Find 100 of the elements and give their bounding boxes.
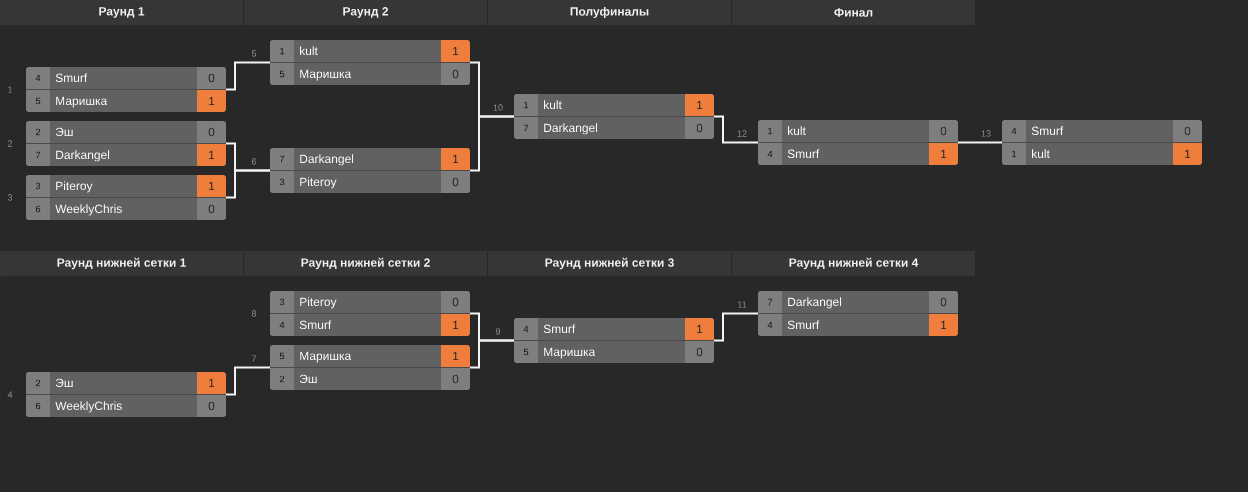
seed-cell: 6 [26, 395, 50, 417]
player-name: kult [300, 46, 318, 56]
score-cell: 0 [441, 368, 470, 390]
player-name: Маришка [300, 69, 352, 81]
bracket-line [225, 61, 271, 91]
seed-cell: 3 [26, 175, 50, 197]
column-header: Раунд нижней сетки 1 [0, 251, 243, 276]
score-cell: 0 [441, 171, 470, 193]
player-name: Smurf [787, 149, 820, 159]
player-name: Piteroy [300, 177, 337, 189]
column-header: Раунд нижней сетки 4 [732, 251, 975, 276]
score-cell: 0 [685, 341, 714, 363]
score-cell: 1 [929, 143, 958, 165]
player-name: Эш [299, 374, 317, 384]
bracket-line [225, 366, 271, 396]
player-name: Smurf [299, 320, 332, 330]
match-card [758, 120, 958, 165]
player-name: WeeklyChris [55, 401, 122, 413]
score-cell: 0 [197, 395, 226, 417]
seed-cell: 4 [514, 318, 538, 340]
match-card [26, 175, 226, 220]
match-card [26, 121, 226, 166]
match-card [270, 291, 470, 336]
node-label: Раунд 2 [343, 7, 389, 18]
match-number: 10 [493, 104, 503, 111]
score-cell: 1 [197, 90, 226, 112]
seed-cell: 7 [514, 117, 538, 139]
score-cell: 0 [685, 117, 714, 139]
match-number: 9 [495, 328, 501, 335]
column-header: Раунд нижней сетки 3 [488, 251, 731, 276]
seed-cell: 7 [758, 291, 782, 313]
score-cell: 1 [441, 148, 470, 170]
seed-cell: 4 [758, 143, 782, 165]
seed-cell: 7 [26, 144, 50, 166]
match-card [26, 372, 226, 417]
score-cell: 1 [929, 314, 958, 336]
score-cell: 1 [441, 345, 470, 367]
match-number: 3 [7, 194, 13, 201]
score-cell: 1 [441, 314, 470, 336]
seed-cell: 1 [758, 120, 782, 142]
player-name: Эш [55, 127, 73, 137]
score-cell: 0 [929, 120, 958, 142]
score-cell: 0 [197, 67, 226, 89]
match-number: 7 [251, 355, 257, 362]
match-card [514, 94, 714, 139]
node-label: Раунд нижней сетки 1 [57, 257, 186, 270]
player-name: Darkangel [788, 297, 842, 309]
match-number: 8 [251, 310, 257, 317]
player-name: kult [788, 126, 806, 136]
score-cell: 1 [1173, 143, 1202, 165]
column-header: Раунд 2 [244, 0, 487, 25]
player-name: Smurf [787, 320, 820, 330]
seed-cell: 5 [270, 63, 294, 85]
node-label: Раунд нижней сетки 3 [545, 257, 674, 270]
match-number: 11 [738, 301, 747, 308]
score-cell: 0 [1173, 120, 1202, 142]
seed-cell: 4 [26, 67, 50, 89]
node-label: Полуфиналы [570, 6, 649, 19]
player-name: kult [544, 100, 562, 110]
seed-cell: 6 [26, 198, 50, 220]
player-name: Darkangel [300, 154, 354, 166]
seed-cell: 1 [270, 40, 294, 62]
seed-cell: 4 [270, 314, 294, 336]
player-name: Piteroy [300, 297, 337, 309]
seed-cell: 2 [26, 372, 50, 394]
seed-cell: 3 [270, 171, 294, 193]
match-number: 1 [8, 86, 13, 93]
seed-cell: 2 [270, 368, 294, 390]
player-name: Smurf [1031, 126, 1064, 136]
node-label: Раунд нижней сетки 4 [789, 257, 919, 270]
match-number: 12 [737, 130, 747, 137]
player-name: Маришка [300, 351, 352, 363]
player-name: Маришка [544, 347, 596, 359]
score-cell: 1 [197, 372, 226, 394]
player-name: Piteroy [56, 181, 93, 193]
match-card [758, 291, 958, 336]
match-card [26, 67, 226, 112]
match-card [270, 345, 470, 390]
score-cell: 0 [197, 198, 226, 220]
score-cell: 1 [685, 318, 714, 340]
seed-cell: 4 [758, 314, 782, 336]
player-name: Маришка [56, 96, 108, 108]
seed-cell: 3 [270, 291, 294, 313]
node-label: Раунд 1 [99, 7, 145, 18]
seed-cell: 5 [270, 345, 294, 367]
match-number: 4 [7, 391, 13, 398]
player-name: WeeklyChris [55, 204, 122, 216]
node-label: Раунд нижней сетки 2 [301, 257, 430, 270]
bracket-line [469, 115, 515, 172]
match-card [514, 318, 714, 363]
seed-cell: 1 [1002, 143, 1026, 165]
score-cell: 1 [197, 144, 226, 166]
column-header: Раунд нижней сетки 2 [244, 251, 487, 276]
match-number: 2 [7, 140, 13, 147]
column-header: Раунд 1 [0, 0, 243, 25]
score-cell: 0 [441, 291, 470, 313]
bracket-line [469, 339, 515, 369]
seed-cell: 4 [1002, 120, 1026, 142]
bracket-line [713, 312, 759, 342]
node-label: Финал [834, 8, 873, 17]
